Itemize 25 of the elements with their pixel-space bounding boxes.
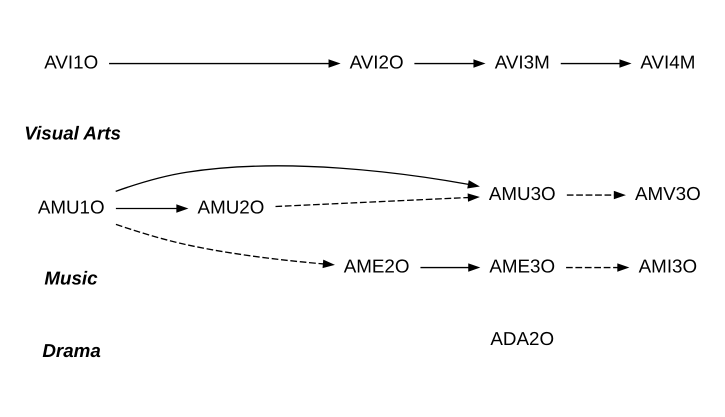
node-text: AVI2O — [350, 51, 404, 72]
node-text: AMI3O — [638, 256, 698, 277]
node-text: AMU3O — [488, 183, 556, 204]
arrow — [109, 59, 341, 68]
node-text: AMU2O — [198, 196, 264, 218]
node-text: AMV3O — [634, 183, 701, 204]
node-text: AME3O — [489, 256, 556, 277]
node-text: AVI4M — [640, 51, 696, 72]
label: Drama — [42, 340, 101, 362]
arrow — [560, 59, 632, 68]
arrow — [275, 193, 480, 208]
node-text: AVI3M — [494, 51, 550, 72]
label: Visual Arts — [24, 122, 121, 144]
arrow — [566, 263, 630, 272]
node-text: AME2O — [344, 256, 410, 277]
node-text: AMU1O — [38, 196, 105, 218]
arrow — [115, 165, 480, 192]
arrow — [414, 59, 486, 68]
label: ADA2O — [490, 328, 554, 350]
arrow — [566, 190, 626, 200]
arrow — [116, 224, 335, 268]
node-text: AVI1O — [44, 51, 98, 72]
label: Music — [44, 268, 98, 289]
arrow — [116, 204, 188, 213]
arrow — [420, 263, 480, 272]
